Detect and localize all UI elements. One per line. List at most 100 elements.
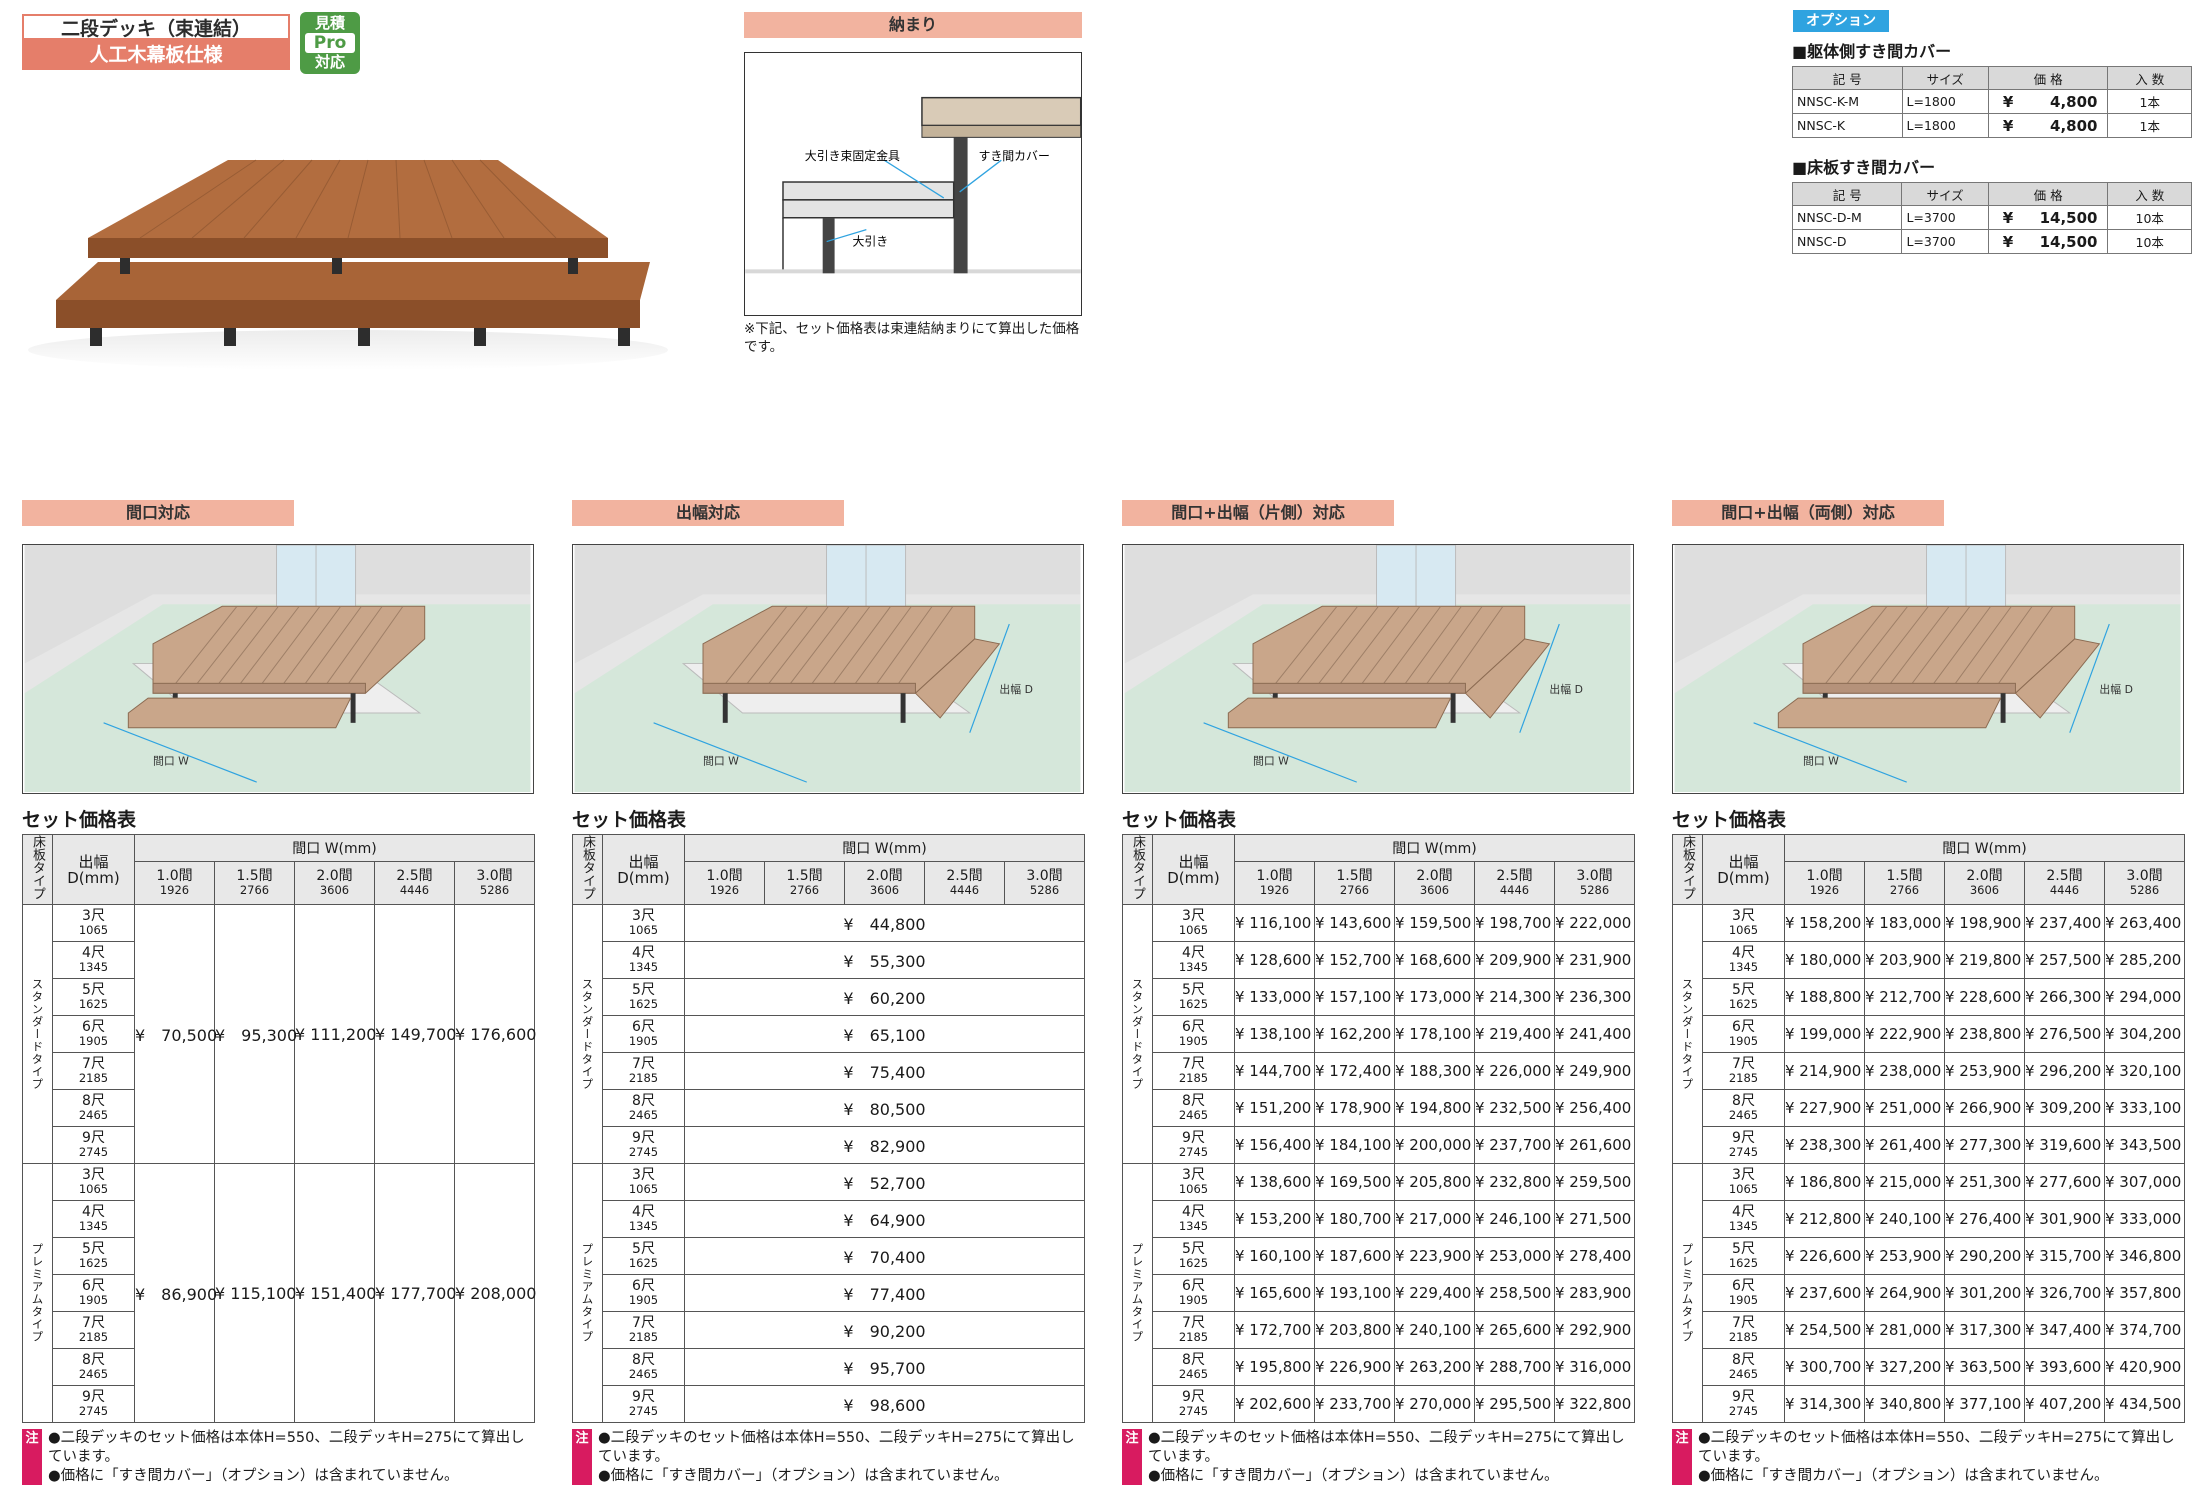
panel-header: 間口+出幅（両側）対応 bbox=[1672, 500, 1944, 526]
depth-label: 5尺 bbox=[1732, 1241, 1755, 1257]
option-tag: オプション bbox=[1793, 10, 1889, 32]
price-cell: ¥ 203,900 bbox=[1864, 941, 1945, 979]
depth-mm: 1625 bbox=[78, 997, 109, 1011]
price-cell: ¥ 86,900 bbox=[134, 1163, 217, 1423]
price-cell: ¥ 217,000 bbox=[1394, 1200, 1475, 1238]
price-cell: ¥ 195,800 bbox=[1234, 1348, 1315, 1386]
type-header: 床板タイプ bbox=[1122, 834, 1153, 905]
type-header-label: 床板タイプ bbox=[1680, 835, 1695, 900]
depth-mm: 1625 bbox=[1178, 1256, 1209, 1270]
depth-label: 3尺 bbox=[1732, 1167, 1755, 1183]
depth-header-unit: D(mm) bbox=[67, 868, 120, 887]
panel-notes: 注●二段デッキのセット価格は本体H=550、二段デッキH=275にて算出していま… bbox=[1672, 1429, 2184, 1485]
note-line: ●二段デッキのセット価格は本体H=550、二段デッキH=275にて算出しています… bbox=[1148, 1430, 1625, 1465]
option-col-header: 価 格 bbox=[1987, 182, 2109, 206]
price-cell: ¥ 44,800 bbox=[683, 904, 1086, 942]
depth-mm: 1065 bbox=[1728, 923, 1759, 937]
depth-mm: 2185 bbox=[1178, 1071, 1209, 1085]
price-cell: ¥ 266,900 bbox=[1944, 1089, 2025, 1127]
price-cell: ¥ 222,000 bbox=[1553, 904, 1636, 942]
price-cell: ¥ 314,300 bbox=[1784, 1385, 1865, 1423]
note-line: ●二段デッキのセット価格は本体H=550、二段デッキH=275にて算出しています… bbox=[598, 1430, 1075, 1465]
depth-mm: 2465 bbox=[628, 1108, 659, 1122]
option-price: ¥4,800 bbox=[1987, 113, 2109, 138]
depth-label: 9尺 bbox=[632, 1389, 655, 1405]
price-cell: ¥ 151,200 bbox=[1234, 1089, 1315, 1127]
fit-header: 納まり bbox=[744, 12, 1082, 38]
type-cell: スタンダードタイプ bbox=[22, 904, 53, 1164]
deck-scene-illustration: 間口 W bbox=[24, 544, 531, 792]
price-cell: ¥ 65,100 bbox=[683, 1015, 1086, 1053]
price-cell: ¥ 55,300 bbox=[683, 941, 1086, 979]
note-line: ●二段デッキのセット価格は本体H=550、二段デッキH=275にて算出しています… bbox=[48, 1430, 525, 1465]
depth-label: 3尺 bbox=[82, 1167, 105, 1183]
price-cell: ¥ 251,300 bbox=[1944, 1163, 2025, 1201]
price-cell: ¥ 193,100 bbox=[1314, 1274, 1395, 1312]
note-line: ●価格に「すき間カバー」（オプション）は含まれていません。 bbox=[1698, 1468, 2109, 1484]
depth-mm: 1345 bbox=[628, 960, 659, 974]
depth-mm: 1625 bbox=[1728, 1256, 1759, 1270]
note-tag: 注 bbox=[572, 1429, 592, 1485]
width-label: 2.0間 bbox=[866, 868, 903, 884]
panel-notes: 注●二段デッキのセット価格は本体H=550、二段デッキH=275にて算出していま… bbox=[1122, 1429, 1634, 1485]
price-cell: ¥ 95,300 bbox=[214, 904, 297, 1164]
depth-header-label: 出幅 bbox=[1178, 852, 1209, 871]
price-cell: ¥ 178,900 bbox=[1314, 1089, 1395, 1127]
width-label: 3.0間 bbox=[476, 868, 513, 884]
price-cell: ¥ 240,100 bbox=[1864, 1200, 1945, 1238]
price-cell: ¥ 288,700 bbox=[1474, 1348, 1555, 1386]
option-qty: 10本 bbox=[2107, 229, 2192, 254]
depth-mm: 2465 bbox=[1728, 1367, 1759, 1381]
depth-mm: 2185 bbox=[1728, 1330, 1759, 1344]
note-line: ●価格に「すき間カバー」（オプション）は含まれていません。 bbox=[598, 1468, 1009, 1484]
price-cell: ¥ 254,500 bbox=[1784, 1311, 1865, 1349]
width-label: 1.0間 bbox=[156, 868, 193, 884]
width-mm: 1926 bbox=[159, 883, 190, 897]
width-header: 間口 W(mm) bbox=[1233, 833, 1636, 863]
width-label: 2.5間 bbox=[946, 868, 983, 884]
depth-mm: 2745 bbox=[1178, 1145, 1209, 1159]
price-cell: ¥ 264,900 bbox=[1864, 1274, 1945, 1312]
price-cell: ¥ 317,300 bbox=[1944, 1311, 2025, 1349]
width-mm: 5286 bbox=[1579, 883, 1610, 897]
deck-scene-illustration: 間口 W出幅 D bbox=[1124, 544, 1631, 792]
price-cell: ¥ 256,400 bbox=[1553, 1089, 1636, 1127]
depth-header-unit: D(mm) bbox=[1717, 868, 1770, 887]
fit-label-bracket: 大引き束固定金具 bbox=[805, 149, 900, 163]
depth-mm: 1625 bbox=[628, 1256, 659, 1270]
